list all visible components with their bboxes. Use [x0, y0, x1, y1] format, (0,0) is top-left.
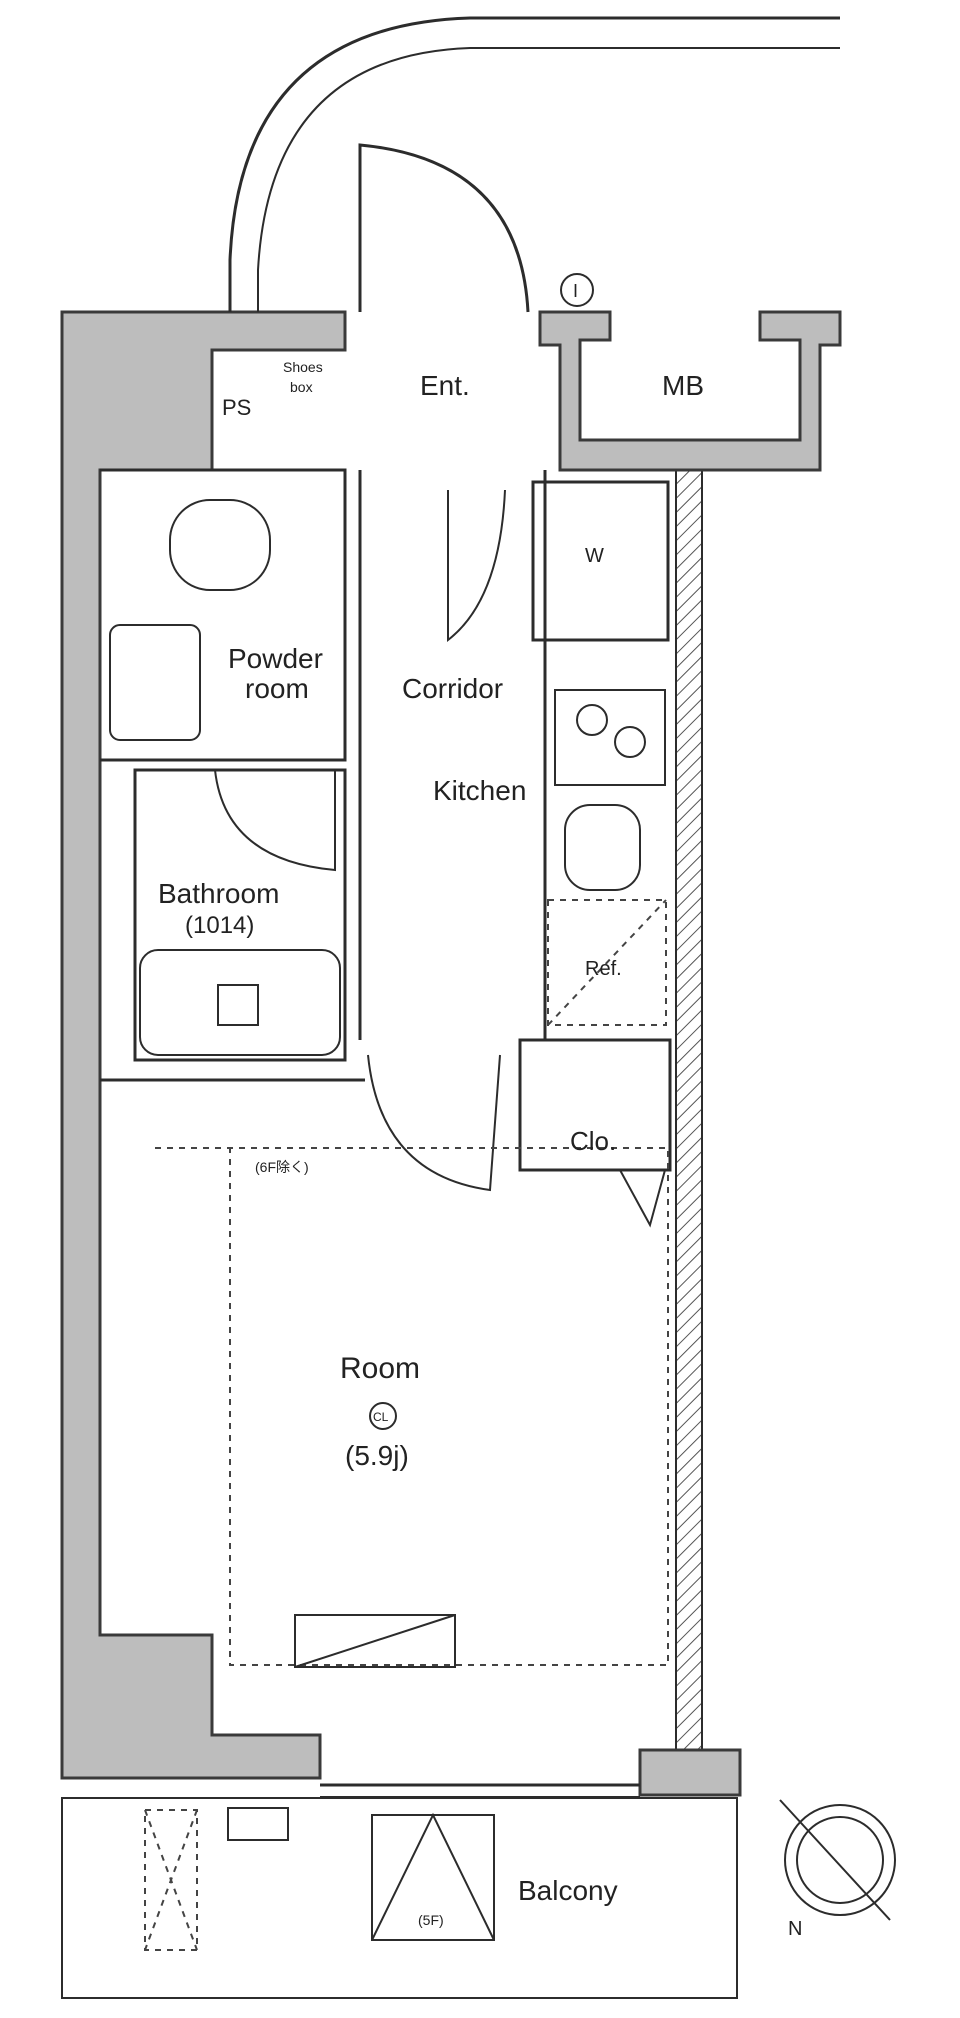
- room-note-label: (6F除く): [255, 1159, 309, 1175]
- washer-label: W: [585, 545, 604, 567]
- corridor-label: Corridor: [402, 673, 503, 704]
- balcony-box: [61, 1797, 738, 1999]
- common-corridor-arc-inner: [257, 47, 840, 312]
- shoes-box-label-1: Shoes: [283, 359, 323, 375]
- mb-wall: [538, 310, 842, 472]
- partition-powder-room: [100, 468, 347, 762]
- kitchen-label: Kitchen: [433, 775, 526, 806]
- closet-box: [518, 1038, 672, 1172]
- bathroom-box: [133, 768, 347, 1062]
- north-label: N: [788, 1918, 802, 1940]
- ps-label: PS: [222, 395, 251, 420]
- balcony-wall-right: [638, 1748, 742, 1797]
- column-marker-circle: [560, 273, 594, 307]
- entrance-label: Ent.: [420, 370, 470, 401]
- bathroom-size-label: (1014): [185, 912, 254, 939]
- burner-2: [614, 726, 646, 758]
- kitchen-sink: [564, 804, 641, 891]
- compass-outer: [784, 1804, 896, 1916]
- column-marker-label: I: [573, 281, 578, 301]
- refrigerator-label: Ref.: [585, 958, 622, 980]
- balcony-hatch-left: [144, 1809, 198, 1951]
- room-ceiling-line: [155, 1147, 669, 1666]
- powder-room-label-1: Powder: [228, 643, 323, 674]
- bathroom-door: [214, 769, 336, 872]
- room-cl-label: CL: [373, 1410, 389, 1424]
- burner-1: [576, 704, 608, 736]
- bathroom-label: Bathroom: [158, 878, 279, 909]
- stove: [554, 689, 666, 786]
- refrigerator-diagonal: [547, 899, 667, 1026]
- bathtub-panel: [217, 984, 259, 1026]
- outer-wall-left: [60, 310, 347, 1780]
- bathtub: [139, 949, 341, 1056]
- toilet: [169, 499, 271, 591]
- room-label: Room: [340, 1352, 420, 1385]
- compass-needle: [779, 1799, 891, 1921]
- refrigerator-box: [547, 899, 667, 1026]
- powder-room-label-2: room: [245, 673, 309, 704]
- shoes-box-label-2: box: [290, 379, 313, 395]
- closet-door-marker: [619, 1169, 666, 1228]
- air-conditioner: [294, 1614, 456, 1668]
- room-door: [367, 1054, 501, 1192]
- common-corridor-arc: [228, 16, 840, 312]
- powder-sink: [109, 624, 201, 741]
- balcony-note-label: (5F): [418, 1912, 444, 1928]
- corridor-door: [447, 489, 506, 643]
- washer-box: [531, 480, 670, 642]
- entrance-door: [358, 143, 530, 313]
- balcony-evac-triangle: [371, 1812, 495, 1941]
- closet-label: Clo.: [570, 1126, 616, 1156]
- balcony-drain: [227, 1807, 289, 1841]
- outer-wall-right: [675, 469, 703, 1781]
- air-conditioner-diagonal: [294, 1614, 456, 1668]
- mb-label: MB: [662, 370, 704, 401]
- balcony-label: Balcony: [518, 1875, 618, 1906]
- cl-marker: [369, 1402, 397, 1430]
- room-size-label: (5.9j): [345, 1440, 409, 1471]
- balcony-hatch-left-x2: [144, 1809, 198, 1951]
- compass-inner: [796, 1816, 884, 1904]
